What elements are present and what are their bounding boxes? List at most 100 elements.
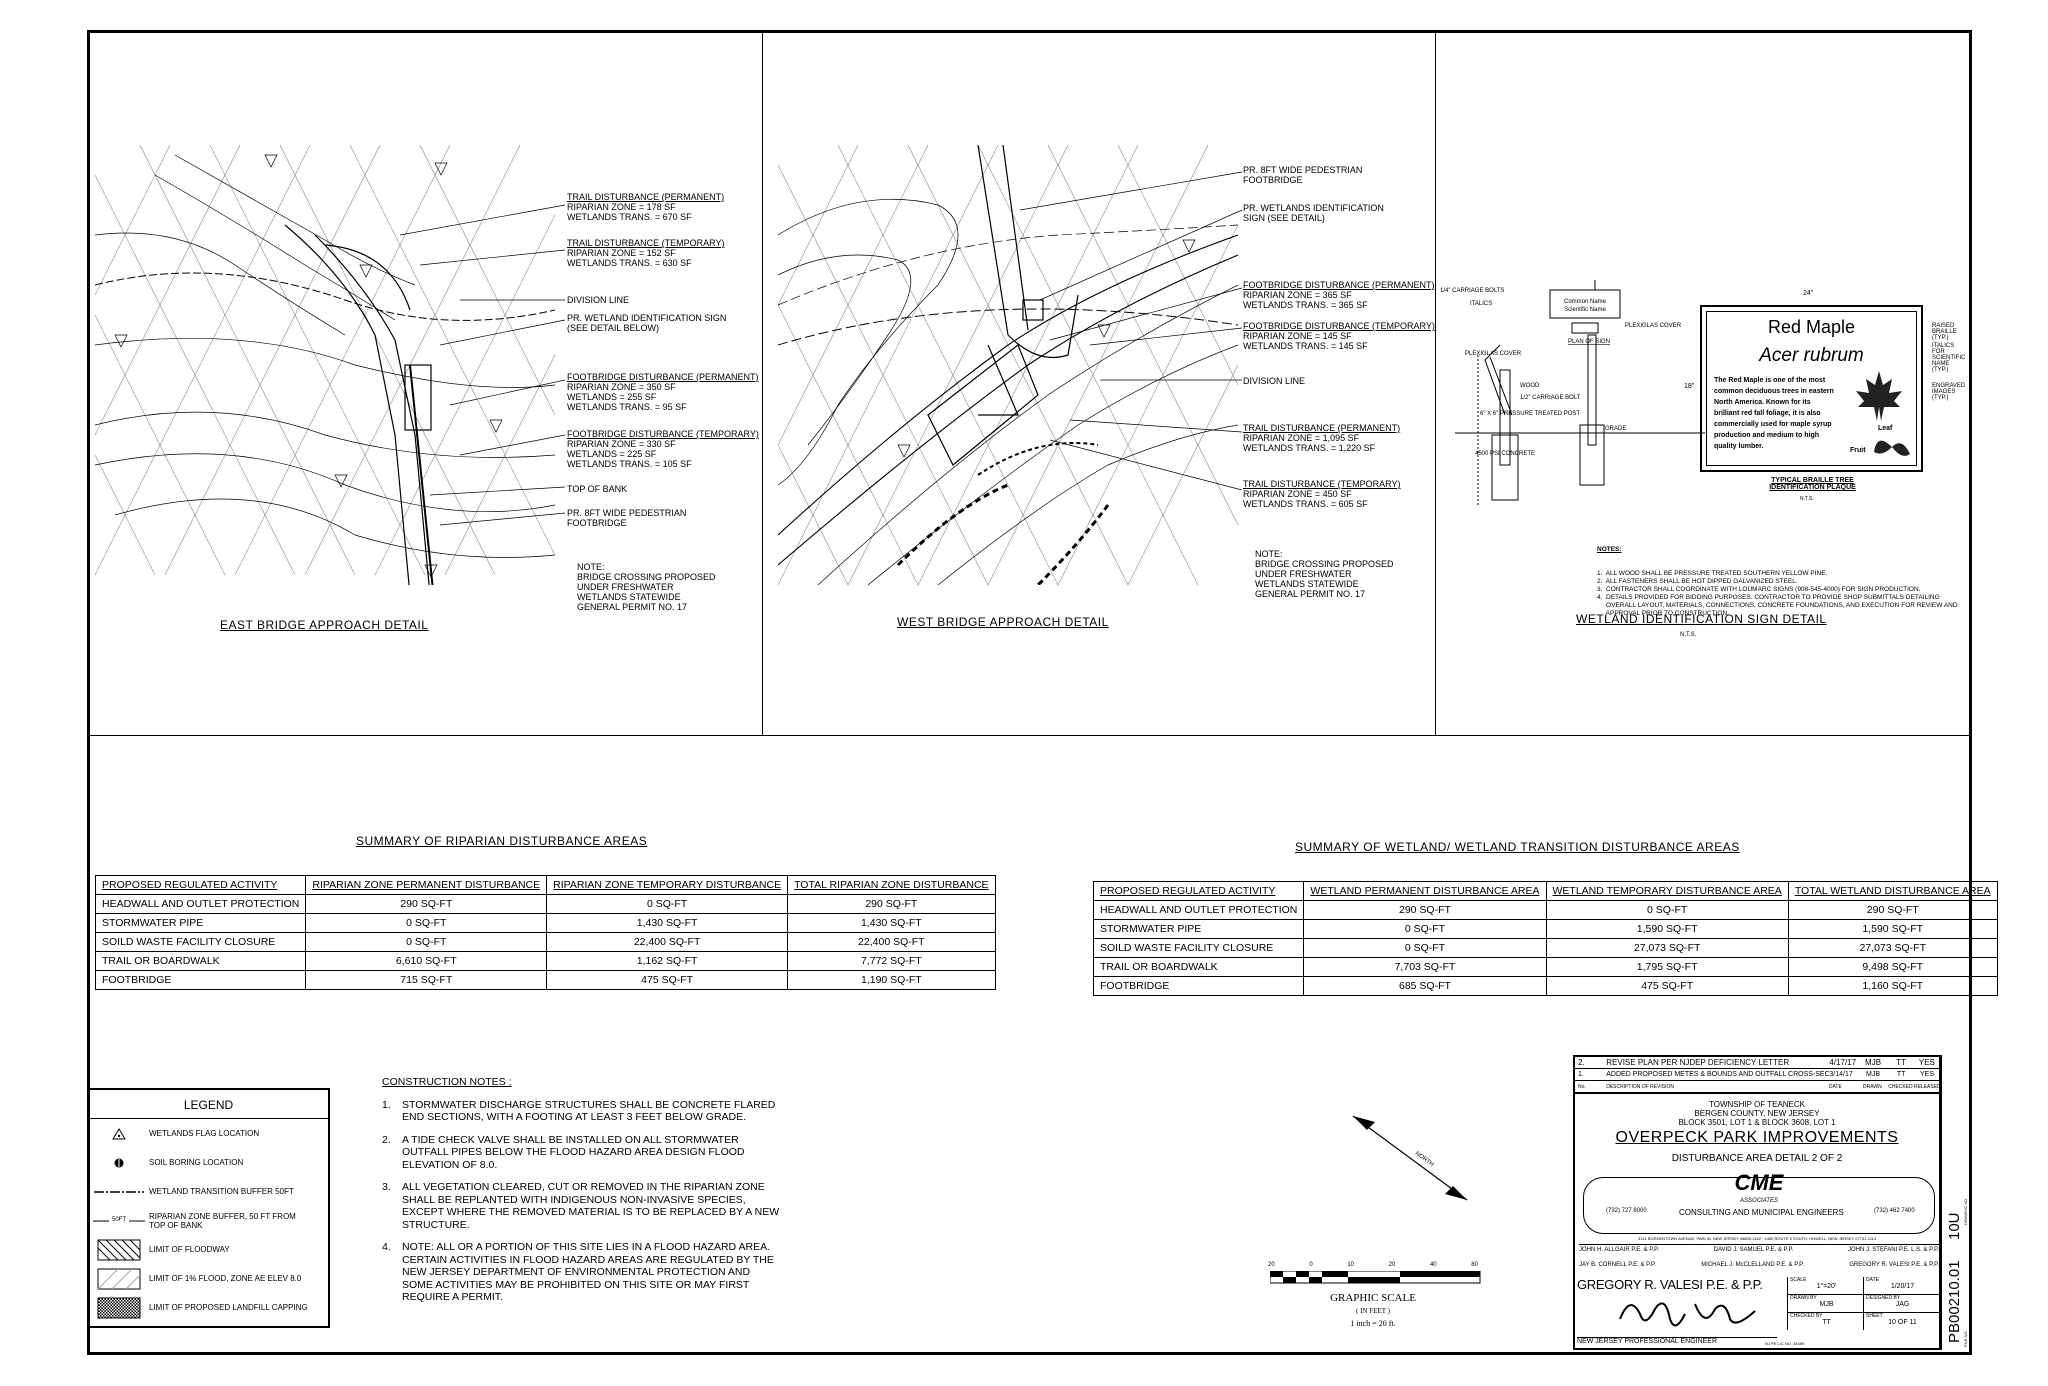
west-leaders bbox=[1019, 171, 1243, 491]
west-callout-4: FOOTBRIDGE DISTURBANCE (TEMPORARY)RIPARI… bbox=[1243, 321, 1435, 351]
legend-item: WETLANDS FLAG LOCATION bbox=[89, 1119, 328, 1148]
scale-bar bbox=[1270, 1271, 1481, 1284]
east-callout-6: FOOTBRIDGE DISTURBANCE (TEMPORARY)RIPARI… bbox=[567, 429, 759, 469]
west-callout-7: TRAIL DISTURBANCE (TEMPORARY)RIPARIAN ZO… bbox=[1243, 479, 1401, 509]
riparian-col-temporary: RIPARIAN ZONE TEMPORARY DISTURBANCE bbox=[546, 875, 789, 895]
riparian-col-activity: PROPOSED REGULATED ACTIVITY bbox=[94, 875, 307, 895]
project-title: OVERPECK PARK IMPROVEMENTS bbox=[1615, 1129, 1899, 1146]
plaque-common-name: Red Maple bbox=[1767, 317, 1856, 337]
signature bbox=[1619, 1302, 1756, 1327]
sign-label-plan: PLAN OF SIGN bbox=[1568, 339, 1610, 345]
east-callout-2: TRAIL DISTURBANCE (TEMPORARY)RIPARIAN ZO… bbox=[567, 238, 725, 268]
east-callout-3: DIVISION LINE bbox=[567, 295, 630, 305]
license: NJ PE LIC NO. 34489 bbox=[1765, 1341, 1805, 1346]
block-lot: BLOCK 3501, LOT 1 & BLOCK 3608, LOT 1 bbox=[1678, 1118, 1836, 1127]
sign-title: WETLAND IDENTIFICATION SIGN DETAIL bbox=[1576, 612, 1827, 626]
east-title: EAST BRIDGE APPROACH DETAIL bbox=[220, 618, 429, 632]
plaque: Red Maple Acer rubrum The Red Maple is o… bbox=[1700, 305, 1923, 472]
firm-logo: CME bbox=[1734, 1170, 1784, 1195]
west-callout-3: FOOTBRIDGE DISTURBANCE (PERMANENT)RIPARI… bbox=[1243, 280, 1435, 310]
plaque-caption-scale: N.T.S. bbox=[1800, 496, 1814, 502]
construction-note: 4.NOTE: ALL OR A PORTION OF THIS SITE LI… bbox=[382, 1241, 774, 1303]
construction-note: 2.A TIDE CHECK VALVE SHALL BE INSTALLED … bbox=[382, 1133, 745, 1171]
sheet-title: DISTURBANCE AREA DETAIL 2 OF 2 bbox=[1671, 1153, 1843, 1164]
signer-name: GREGORY R. VALESI P.E. & P.P. bbox=[1577, 1277, 1763, 1292]
svg-text:Scientific Name: Scientific Name bbox=[1564, 307, 1606, 313]
maple-fruit-icon bbox=[1874, 440, 1910, 456]
wetland-col-activity: PROPOSED REGULATED ACTIVITY bbox=[1092, 881, 1305, 901]
county: BERGEN COUNTY, NEW JERSEY bbox=[1694, 1109, 1820, 1118]
plaque-leaf-label: Leaf bbox=[1878, 425, 1893, 432]
sign-label-bolts: 1/4" CARRIAGE BOLTS bbox=[1440, 288, 1504, 294]
sign-label-plexi2: PLEXIGLAS COVER bbox=[1465, 351, 1522, 357]
east-bridge-drawing bbox=[95, 145, 555, 585]
firm-sub: ASSOCIATES bbox=[1740, 1198, 1778, 1204]
east-leaders bbox=[400, 204, 566, 526]
wetland-table: PROPOSED REGULATED ACTIVITY WETLAND PERM… bbox=[1092, 881, 1998, 996]
wetland-col-temporary: WETLAND TEMPORARY DISTURBANCE AREA bbox=[1545, 881, 1789, 901]
plaque-fruit-label: Fruit bbox=[1850, 447, 1866, 454]
transition-buffer-line-icon bbox=[94, 1190, 144, 1193]
sign-label-wood: WOOD bbox=[1520, 383, 1540, 389]
file-number: PB00210.01 bbox=[1946, 1260, 1963, 1343]
revision-row: 1. ADDED PROPOSED METES & BOUNDS AND OUT… bbox=[1575, 1069, 1939, 1081]
sign-side-detail: Common Name Scientific Name 1/4" CARRIAG… bbox=[1440, 280, 1705, 505]
plaque-label-braille: RAISED BRAILLE (TYP.) bbox=[1932, 323, 1957, 341]
drawing-number: 10U bbox=[1946, 1212, 1963, 1240]
sign-label-grade: GRADE bbox=[1605, 426, 1626, 432]
sign-label-bolt: 1/2" CARRIAGE BOLT bbox=[1520, 395, 1581, 401]
legend-item: LIMIT OF PROPOSED LANDFILL CAPPING bbox=[89, 1293, 328, 1322]
phone-right: (732) 462 7400 bbox=[1874, 1208, 1915, 1214]
construction-note: 3.ALL VEGETATION CLEARED, CUT OR REMOVED… bbox=[382, 1181, 780, 1231]
firm-name: CONSULTING AND MUNICIPAL ENGINEERS bbox=[1679, 1208, 1844, 1217]
scale-unit: ( IN FEET ) bbox=[1356, 1307, 1390, 1315]
legend-item: WETLAND TRANSITION BUFFER 50FT bbox=[89, 1177, 328, 1206]
west-title: WEST BRIDGE APPROACH DETAIL bbox=[897, 615, 1109, 629]
revision-row: 2. REVISE PLAN PER NJDEP DEFICIENCY LETT… bbox=[1575, 1057, 1939, 1069]
revision-header: No. DESCRIPTION OF REVISION DATE DRAWN C… bbox=[1575, 1081, 1941, 1094]
legend-item: SOIL BORING LOCATION bbox=[89, 1148, 328, 1177]
township: TOWNSHIP OF TEANECK bbox=[1708, 1100, 1805, 1109]
title-block: 2. REVISE PLAN PER NJDEP DEFICIENCY LETT… bbox=[1573, 1055, 1941, 1350]
plaque-latin-name: Acer rubrum bbox=[1759, 345, 1864, 366]
east-callout-1: TRAIL DISTURBANCE (PERMANENT)RIPARIAN ZO… bbox=[567, 192, 725, 222]
phone-left: (732) 727 8000 bbox=[1606, 1208, 1647, 1214]
legend-item: 50FT RIPARIAN ZONE BUFFER, 50 FT FROM TO… bbox=[89, 1206, 328, 1235]
firm-box: CME ASSOCIATES (732) 727 8000 CONSULTING… bbox=[1583, 1170, 1935, 1234]
riparian-table: PROPOSED REGULATED ACTIVITY RIPARIAN ZON… bbox=[94, 875, 996, 990]
wetland-table-title: SUMMARY OF WETLAND/ WETLAND TRANSITION D… bbox=[1295, 840, 1740, 854]
riparian-table-title: SUMMARY OF RIPARIAN DISTURBANCE AREAS bbox=[356, 834, 648, 848]
construction-note: 1.STORMWATER DISCHARGE STRUCTURES SHALL … bbox=[382, 1098, 776, 1124]
svg-text:NORTH: NORTH bbox=[1414, 1151, 1435, 1168]
boring-icon bbox=[114, 1158, 124, 1167]
floodway-hatch-icon bbox=[97, 1239, 141, 1260]
legend-item: LIMIT OF FLOODWAY bbox=[89, 1235, 328, 1264]
plaque-width-dim: 24" bbox=[1803, 290, 1814, 297]
landfill-capping-icon bbox=[97, 1297, 141, 1318]
plaque-caption: TYPICAL BRAILLE TREE IDENTIFICATION PLAQ… bbox=[1769, 477, 1856, 491]
legend: LEGEND WETLANDS FLAG LOCATION SOIL BORIN… bbox=[87, 1088, 330, 1328]
plaque-label-engraved: ENGRAVED IMAGES (TYP.) bbox=[1932, 383, 1966, 401]
signer-sub: NEW JERSEY PROFESSIONAL ENGINEER bbox=[1577, 1337, 1777, 1345]
plaque-label-italics: ITALICS FOR SCIENTIFIC NAME (TYP.) bbox=[1932, 343, 1966, 373]
title-sidebar: PB00210.01 10U FILE NO. DRAWING NO. bbox=[1941, 1055, 1970, 1350]
riparian-buffer-line-icon bbox=[93, 1220, 145, 1221]
sign-label-plexi: PLEXIGLAS COVER bbox=[1625, 323, 1682, 329]
file-label: FILE NO. bbox=[1963, 1330, 1968, 1347]
wetland-col-permanent: WETLAND PERMANENT DISTURBANCE AREA bbox=[1303, 881, 1547, 901]
west-callout-5: DIVISION LINE bbox=[1243, 376, 1306, 386]
wetland-col-total: TOTAL WETLAND DISTURBANCE AREA bbox=[1787, 881, 1998, 901]
sign-label-post: 6" X 6" PRESSURE TREATED POST bbox=[1480, 411, 1580, 417]
